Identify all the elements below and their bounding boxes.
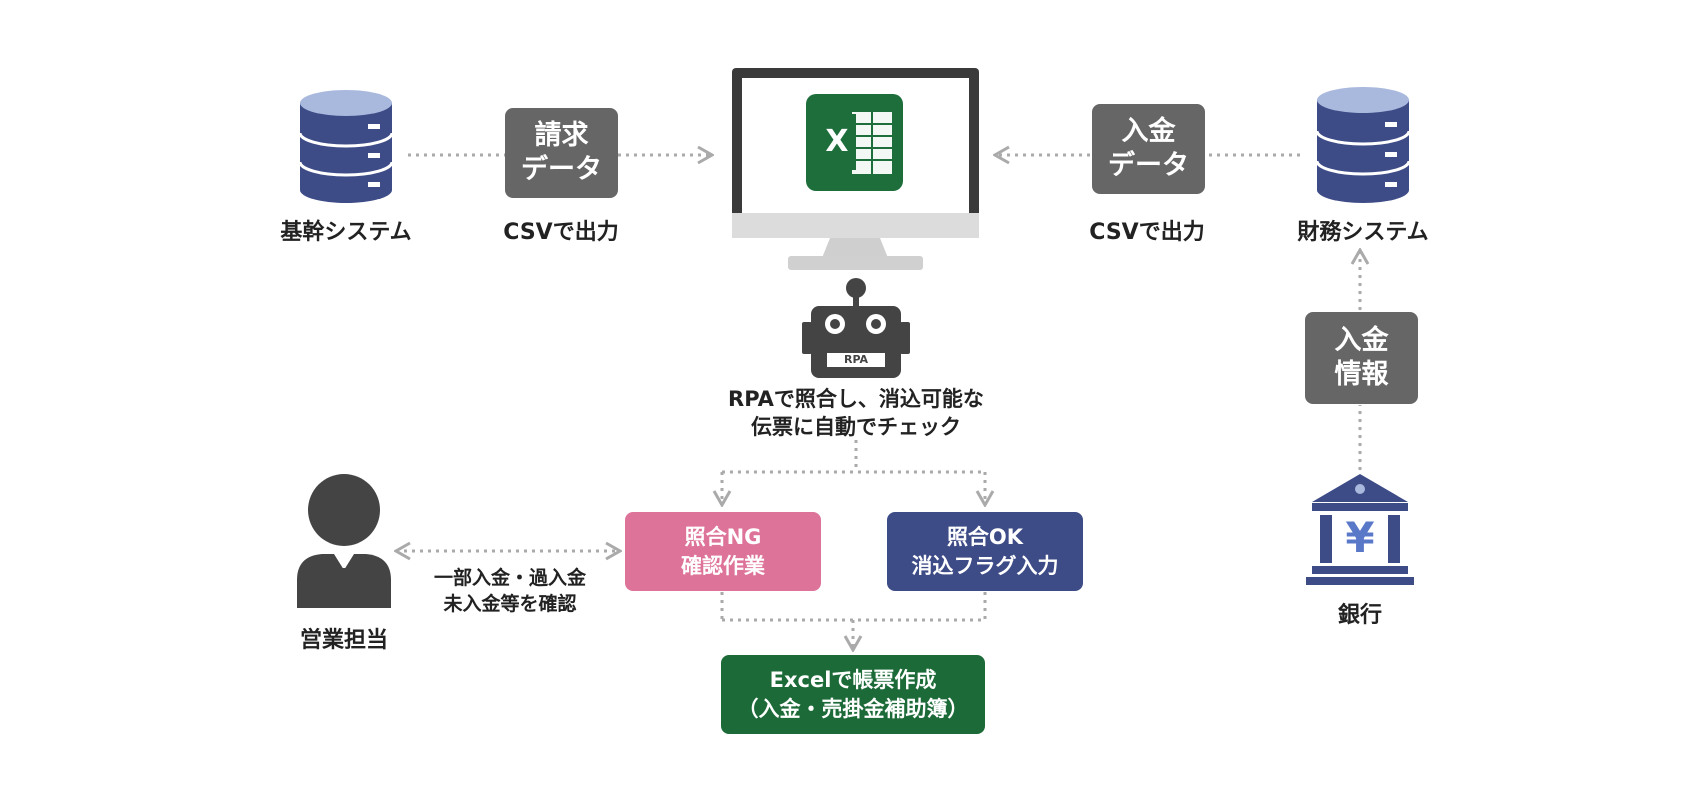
- excel-output-box: Excelで帳票作成 （入金・売掛金補助簿）: [721, 655, 985, 734]
- billing-data-line2: データ: [521, 154, 602, 185]
- payment-data-box: 入金 データ: [1092, 104, 1205, 194]
- sales-rep-label: 営業担当: [299, 628, 388, 653]
- bank-label: 銀行: [1337, 603, 1382, 628]
- csv-output-left: CSVで出力: [503, 220, 619, 245]
- match-ok-line1: 照合OK: [946, 524, 1024, 549]
- confirm-note-line2: 未入金等を確認: [443, 593, 577, 615]
- match-ok-line2: 消込フラグ入力: [911, 553, 1059, 578]
- database-icon-right: [1315, 87, 1411, 203]
- robot-caption-line1: RPAで照合し、消込可能な: [728, 387, 984, 411]
- connector-robot-split: [722, 440, 985, 505]
- robot-caption-line2: 伝票に自動でチェック: [751, 415, 961, 439]
- confirm-note-line1: 一部入金・過入金: [433, 567, 586, 589]
- payment-info-line2: 情報: [1334, 359, 1389, 390]
- payment-info-box: 入金 情報: [1305, 312, 1418, 404]
- excel-letter: X: [825, 124, 849, 159]
- core-system-label: 基幹システム: [280, 220, 412, 245]
- database-icon-left: [298, 90, 394, 203]
- payment-data-line2: データ: [1108, 150, 1189, 181]
- connector-merge-to-output: [720, 592, 987, 650]
- match-ng-line2: 確認作業: [681, 553, 765, 578]
- match-ok-box: 照合OK 消込フラグ入力: [887, 512, 1083, 591]
- excel-output-line2: （入金・売掛金補助簿）: [737, 696, 969, 721]
- confirm-note: 一部入金・過入金 未入金等を確認: [410, 565, 610, 617]
- excel-icon: [806, 94, 903, 191]
- excel-output-line1: Excelで帳票作成: [769, 667, 937, 692]
- match-ng-box: 照合NG 確認作業: [625, 512, 821, 591]
- billing-data-box: 請求 データ: [505, 108, 618, 198]
- robot-icon: [802, 278, 910, 378]
- bank-icon: [1306, 474, 1414, 585]
- match-ng-line1: 照合NG: [684, 524, 762, 549]
- finance-system-label: 財務システム: [1297, 220, 1429, 245]
- payment-info-line1: 入金: [1334, 325, 1389, 356]
- robot-caption: RPAで照合し、消込可能な 伝票に自動でチェック: [706, 385, 1006, 441]
- csv-output-right: CSVで出力: [1089, 220, 1205, 245]
- person-icon: [297, 474, 391, 608]
- yen-icon: ¥: [1345, 513, 1375, 562]
- payment-data-line1: 入金: [1121, 116, 1176, 147]
- billing-data-line1: 請求: [534, 120, 589, 151]
- robot-badge: RPA: [843, 353, 869, 366]
